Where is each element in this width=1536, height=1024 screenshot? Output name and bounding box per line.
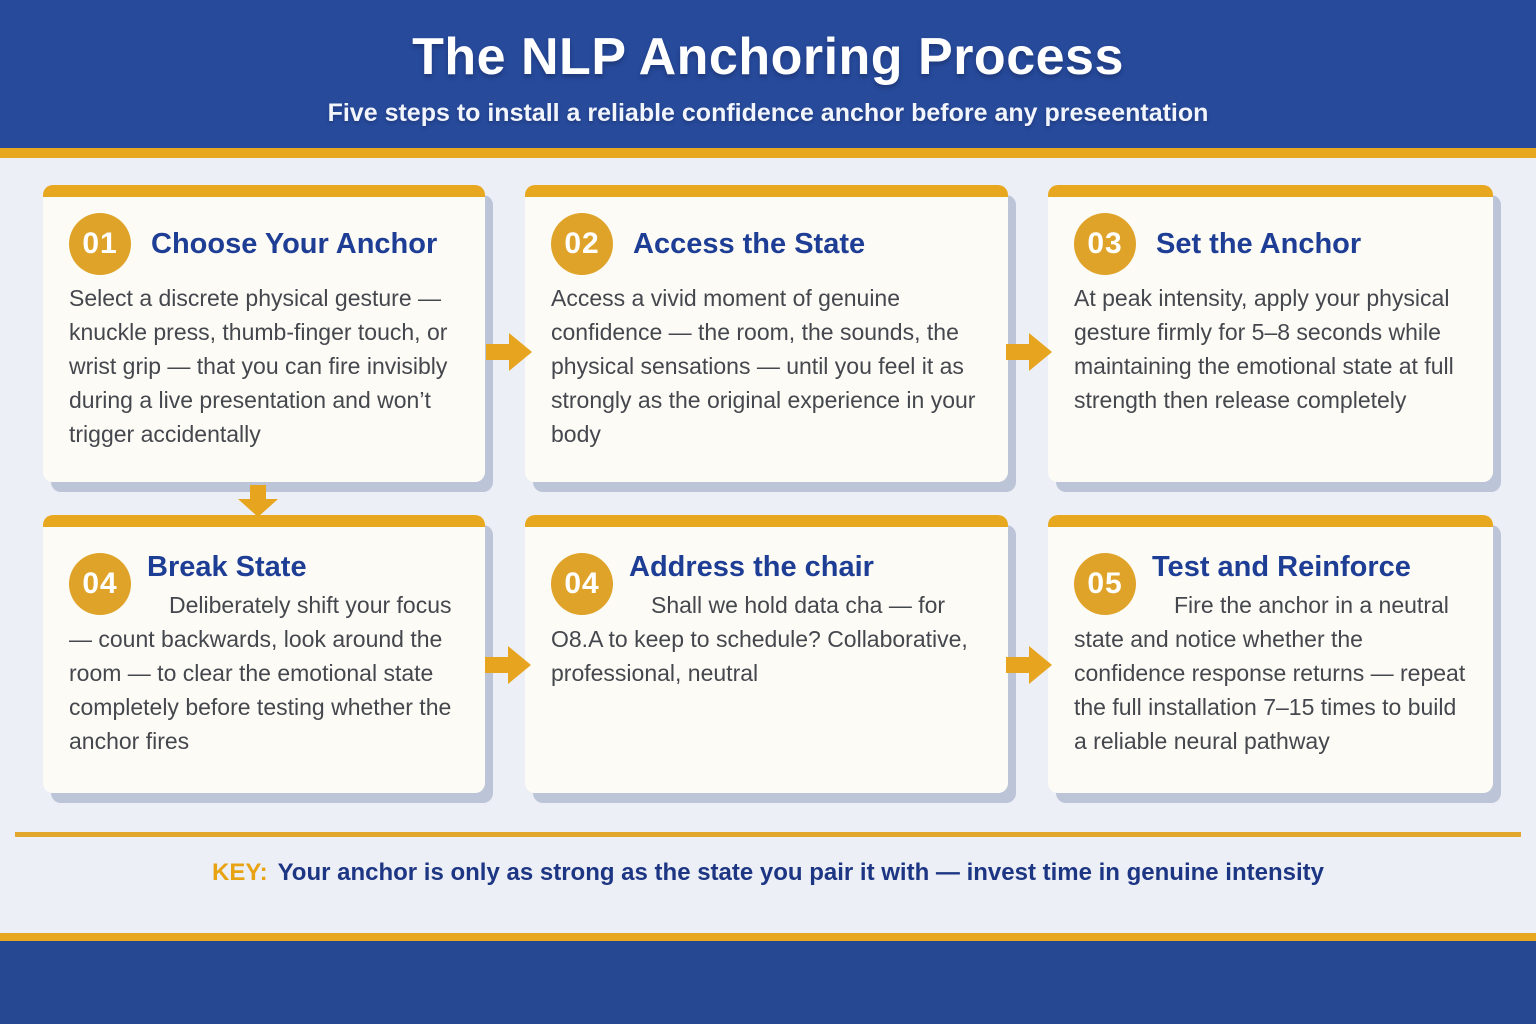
step-number: 02 [564, 227, 600, 260]
header-gold-divider [0, 148, 1536, 158]
step-body: Select a discrete physical gesture — knu… [69, 285, 448, 447]
step-number: 04 [564, 567, 600, 600]
step-number-badge: 04 [69, 553, 131, 615]
step-card-3: 03 Set the Anchor At peak intensity, app… [1048, 185, 1493, 482]
key-text: Your anchor is only as strong as the sta… [277, 859, 1324, 886]
step-card-1-head: 01 Choose Your Anchor [69, 213, 459, 275]
arrow-right-icon [486, 332, 532, 372]
step-number: 01 [82, 227, 118, 260]
step-number-badge: 02 [551, 213, 613, 275]
arrow-right-icon [485, 645, 531, 685]
page-title: The NLP Anchoring Process [412, 27, 1124, 86]
step-body: Deliberately shift your focus — count ba… [69, 592, 452, 754]
step-body: At peak intensity, apply your physical g… [1074, 285, 1454, 413]
step-card-5: 04 Address the chair Shall we hold data … [525, 515, 1008, 793]
key-gold-divider [15, 832, 1521, 837]
step-card-2: 02 Access the State Access a vivid momen… [525, 185, 1008, 482]
steps-grid: 01 Choose Your Anchor Select a discrete … [43, 185, 1493, 793]
step-body: Access a vivid moment of genuine confide… [551, 285, 976, 447]
key-label: KEY: [212, 859, 268, 886]
step-number-badge: 01 [69, 213, 131, 275]
page-subtitle: Five steps to install a reliable confide… [327, 98, 1209, 127]
steps-area: 01 Choose Your Anchor Select a discrete … [0, 158, 1536, 833]
step-number: 04 [82, 567, 118, 600]
step-title: Break State [147, 551, 307, 583]
step-body: Shall we hold data cha — for O8.A to kee… [551, 592, 968, 686]
footer-band [0, 941, 1536, 1024]
arrow-right-icon [1006, 332, 1052, 372]
step-title: Choose Your Anchor [151, 227, 438, 260]
header-banner: The NLP Anchoring Process Five steps to … [0, 0, 1536, 148]
step-card-3-head: 03 Set the Anchor [1074, 213, 1467, 275]
step-title: Test and Reinforce [1152, 551, 1411, 583]
arrow-right-icon [1006, 645, 1052, 685]
step-title: Set the Anchor [1156, 227, 1362, 260]
footer-gold-divider [0, 933, 1536, 941]
step-body: Fire the anchor in a neutral state and n… [1074, 592, 1466, 754]
arrow-down-icon [237, 485, 279, 517]
step-title: Address the chair [629, 551, 874, 583]
key-takeaway: KEY: Your anchor is only as strong as th… [0, 848, 1536, 898]
step-title: Access the State [633, 227, 866, 260]
step-card-2-head: 02 Access the State [551, 213, 982, 275]
step-card-4: 04 Break State Deliberately shift your f… [43, 515, 485, 793]
step-card-6: 05 Test and Reinforce Fire the anchor in… [1048, 515, 1493, 793]
step-number-badge: 05 [1074, 553, 1136, 615]
step-number-badge: 03 [1074, 213, 1136, 275]
step-card-1: 01 Choose Your Anchor Select a discrete … [43, 185, 485, 482]
step-number-badge: 04 [551, 553, 613, 615]
step-number: 03 [1087, 227, 1123, 260]
step-number: 05 [1087, 567, 1123, 600]
